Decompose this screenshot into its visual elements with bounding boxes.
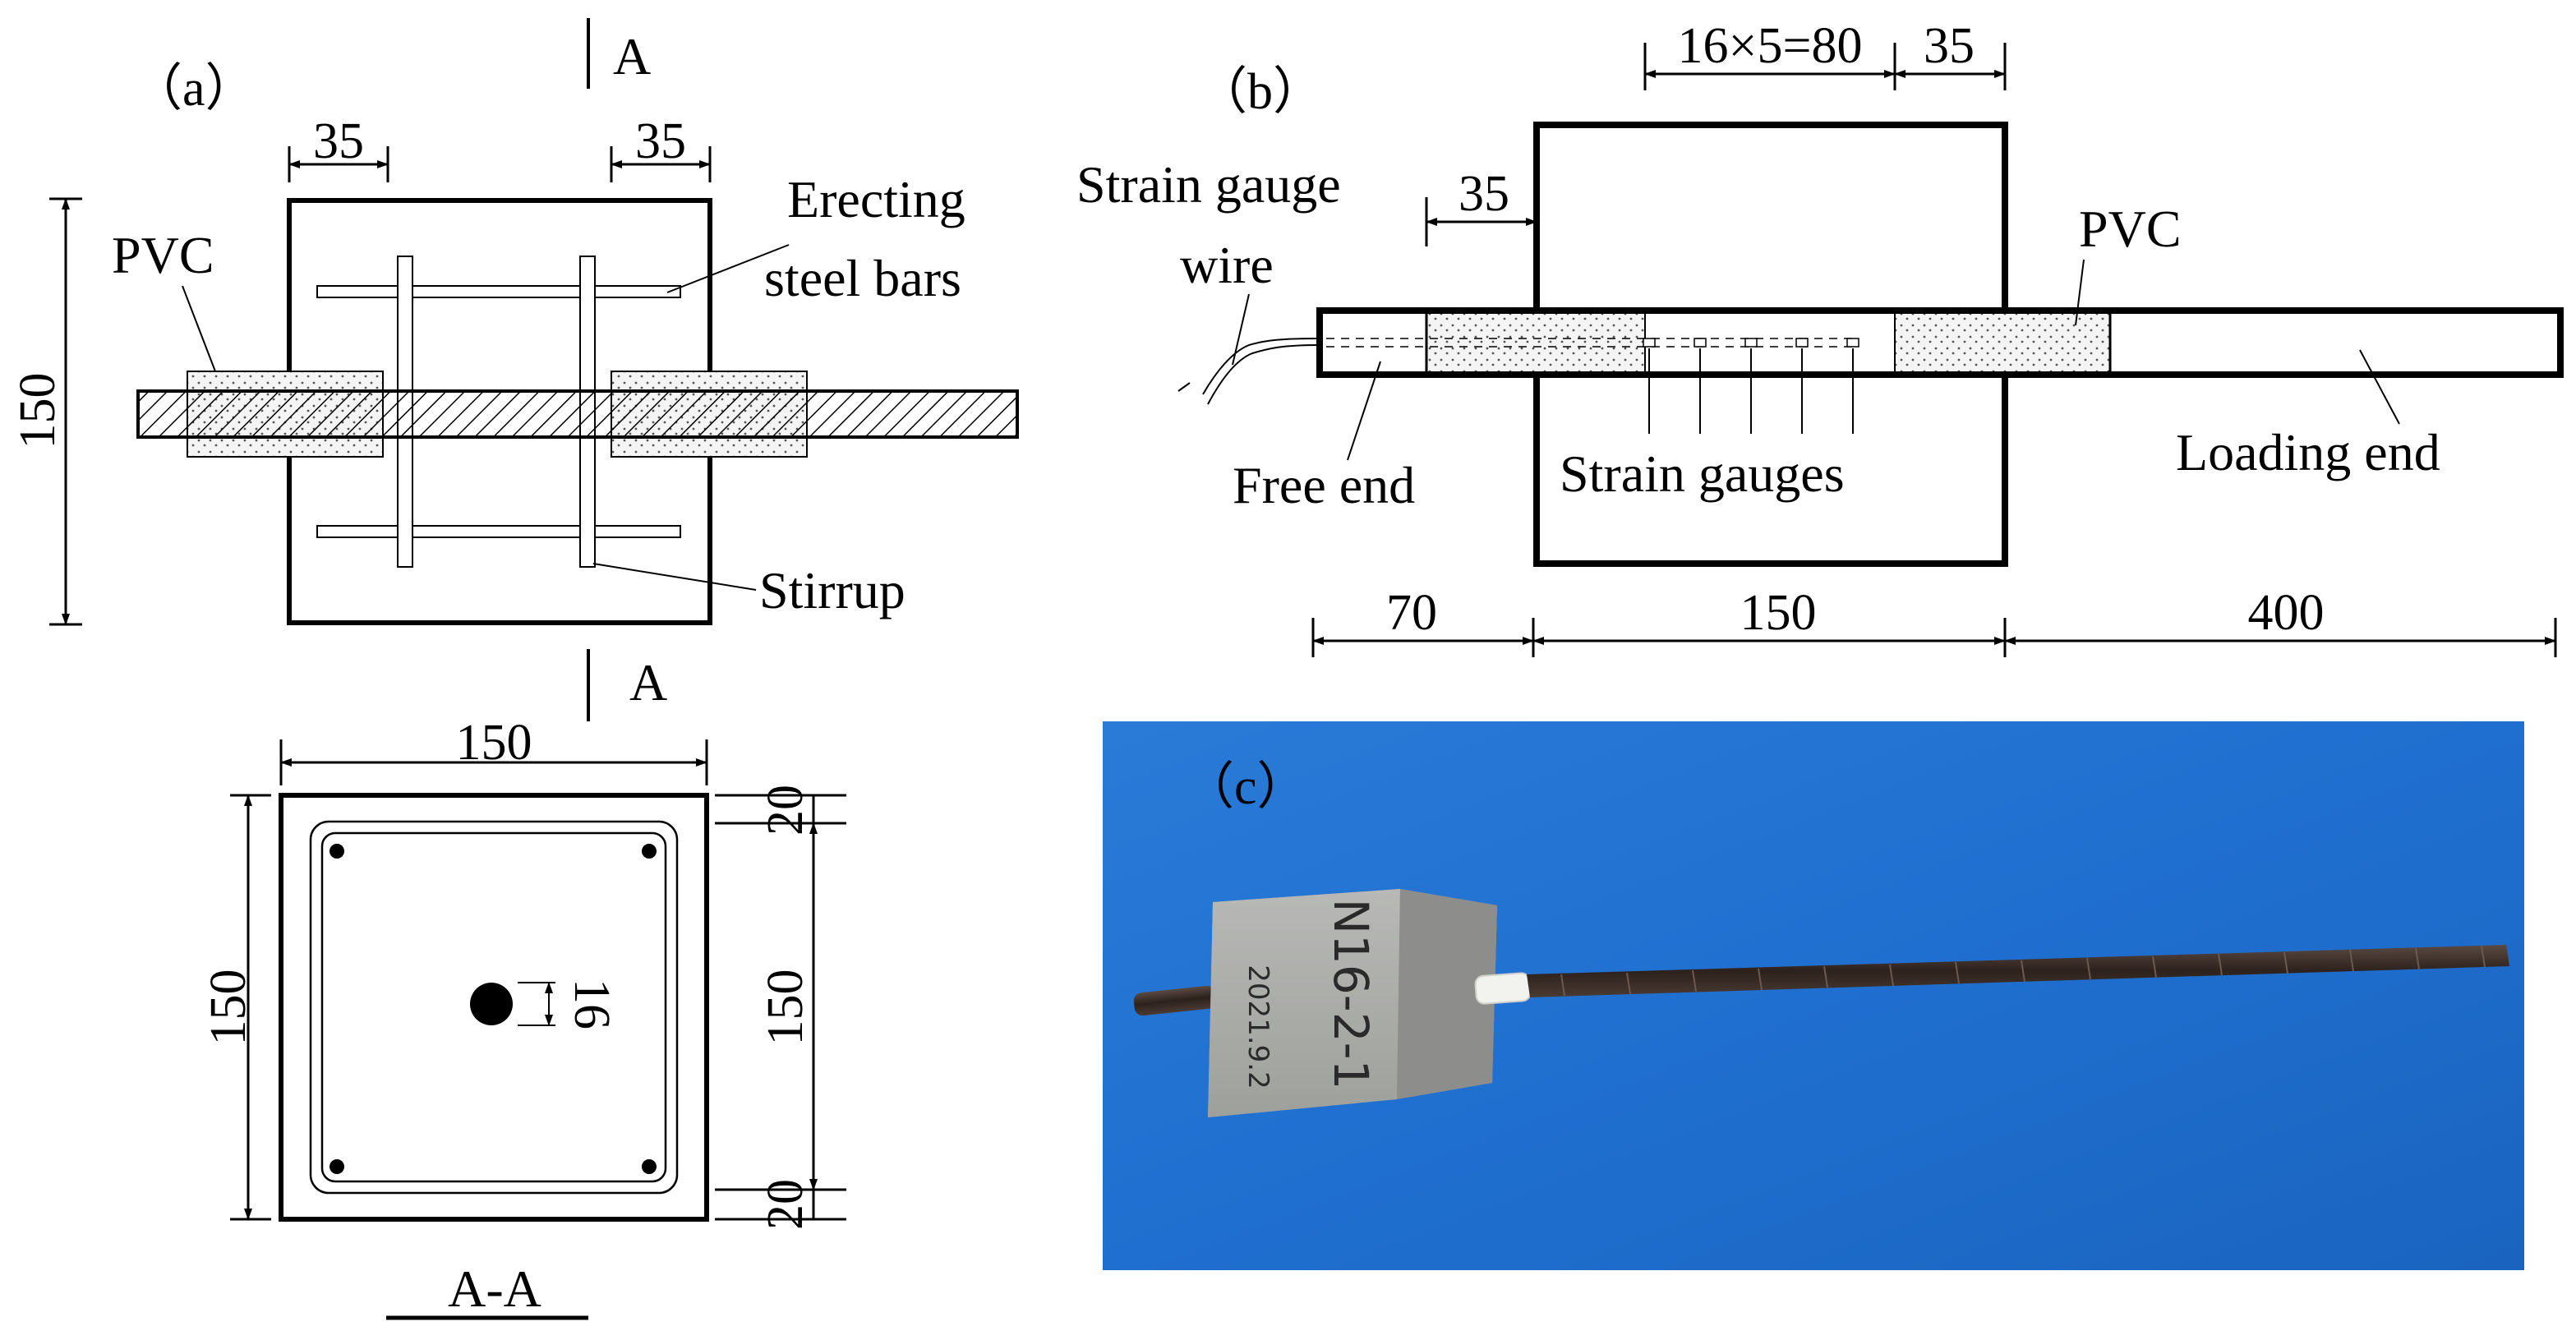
dim-35-right-label: 35	[635, 113, 686, 169]
free-end-leader	[1347, 361, 1381, 461]
strain-gauge-wire	[1177, 382, 1191, 392]
panel-a: （a） A A 35 35 150 PVC	[10, 18, 1019, 721]
wire-label-line1: Strain gauge	[1076, 155, 1341, 214]
steel-bar-hatched	[136, 389, 1019, 439]
dim-150-right-label: 150	[758, 969, 813, 1046]
loading-end-leader	[2359, 349, 2400, 425]
strain-gauge-group	[1611, 338, 1890, 434]
pvc-label: PVC	[112, 226, 214, 284]
erecting-bar-bottom	[316, 525, 681, 538]
pvc-region-left	[1426, 311, 1645, 375]
stirrup-leader	[592, 563, 757, 591]
rebar-rib	[1889, 964, 1894, 987]
dim-35-left-label: 35	[313, 113, 364, 169]
rebar-rib	[1626, 972, 1631, 995]
dim-gauges-label: 16×5=80	[1678, 18, 1863, 74]
rebar-rib	[1692, 969, 1697, 992]
corner-bar-bottom-left	[329, 1159, 344, 1174]
corner-bar-top-right	[642, 844, 657, 859]
strain-gauge	[1694, 338, 1707, 348]
bar-diameter-16-label: 16	[564, 979, 620, 1029]
rebar-rib	[2218, 953, 2223, 976]
panel-c-label: （c）	[1183, 759, 1308, 815]
free-end-label: Free end	[1233, 456, 1415, 514]
corner-bar-bottom-right	[642, 1159, 657, 1174]
central-steel-bar	[470, 983, 513, 1025]
pvc-region-right	[1895, 311, 2110, 375]
panel-c-photo: （c） N16-2-1 2021.9.2	[1103, 721, 2524, 1270]
section-a-a: 150 150 16 20 150 20 A-A	[200, 715, 846, 1320]
rebar-rib	[2086, 957, 2091, 980]
rebar-rib	[2481, 945, 2486, 968]
erecting-bar-top	[316, 285, 681, 298]
stirrup-inner	[320, 831, 667, 1183]
section-outline	[279, 793, 709, 1222]
pvc-label-b: PVC	[2079, 200, 2182, 258]
pvc-sleeve-photo	[1474, 972, 1532, 1005]
concrete-cube-side-face	[1397, 889, 1497, 1099]
wire-leader	[1232, 293, 1250, 366]
dim-35-top-label: 35	[1924, 18, 1975, 74]
panel-b-label: （b）	[1196, 64, 1324, 120]
panel-a-label: （a）	[131, 61, 256, 117]
stirrup-outer	[309, 820, 679, 1195]
loading-end-label: Loading end	[2176, 423, 2440, 481]
rebar-rib	[1758, 968, 1763, 991]
erecting-label-line1: Erecting	[787, 170, 965, 228]
dim-20-top-label: 20	[758, 785, 813, 836]
steel-bar-outline-b	[1316, 307, 2564, 378]
strain-gauges-label: Strain gauges	[1560, 444, 1845, 503]
dim-150-label: 150	[1740, 585, 1817, 641]
strain-gauge	[1846, 338, 1859, 348]
rebar-rib	[2283, 951, 2288, 974]
section-mark-top-label: A	[613, 27, 651, 85]
stirrup-label: Stirrup	[759, 561, 906, 619]
rebar-rib	[1955, 961, 1960, 984]
concrete-cube-front-face	[1208, 889, 1400, 1117]
rebar-rib	[2152, 955, 2157, 979]
rebar-free-end	[1133, 985, 1217, 1016]
strain-gauge	[1795, 338, 1809, 348]
dim-35-left-label: 35	[1459, 166, 1509, 222]
section-mark-bottom-label: A	[629, 653, 667, 711]
dim-400-label: 400	[2248, 585, 2325, 641]
erecting-label-line2: steel bars	[764, 249, 961, 307]
rebar-rib	[1560, 974, 1565, 997]
strain-gauge	[1744, 338, 1758, 348]
rebar-rib	[1823, 965, 1828, 988]
strain-gauge	[1643, 338, 1656, 348]
dim-70-label: 70	[1386, 585, 1437, 641]
rebar-rib	[2415, 947, 2420, 970]
section-title: A-A	[448, 1259, 541, 1318]
specimen-label: N16-2-1	[1323, 899, 1379, 1090]
specimen-date: 2021.9.2	[1242, 965, 1274, 1089]
erecting-leader	[666, 244, 790, 293]
rebar-rib	[2349, 949, 2354, 972]
corner-bar-top-left	[329, 844, 344, 859]
rebar-rib	[2021, 960, 2025, 983]
strain-gauge-wire	[1207, 344, 1320, 405]
wire-label-line2: wire	[1180, 236, 1274, 294]
pvc-leader	[182, 285, 216, 372]
strain-gauge-wire	[1202, 338, 1320, 395]
dim-150-left-label: 150	[200, 969, 256, 1046]
dim-150-vertical-label: 150	[10, 373, 66, 449]
rebar-loading-end	[1527, 945, 2509, 997]
dim-150-top-label: 150	[456, 715, 532, 771]
panel-b: （b） 16×5=80 35 35	[1076, 18, 2576, 657]
pvc-leader-b	[2075, 259, 2085, 326]
rebar-ribs	[1560, 945, 2486, 997]
dim-20-bottom-label: 20	[758, 1179, 813, 1230]
